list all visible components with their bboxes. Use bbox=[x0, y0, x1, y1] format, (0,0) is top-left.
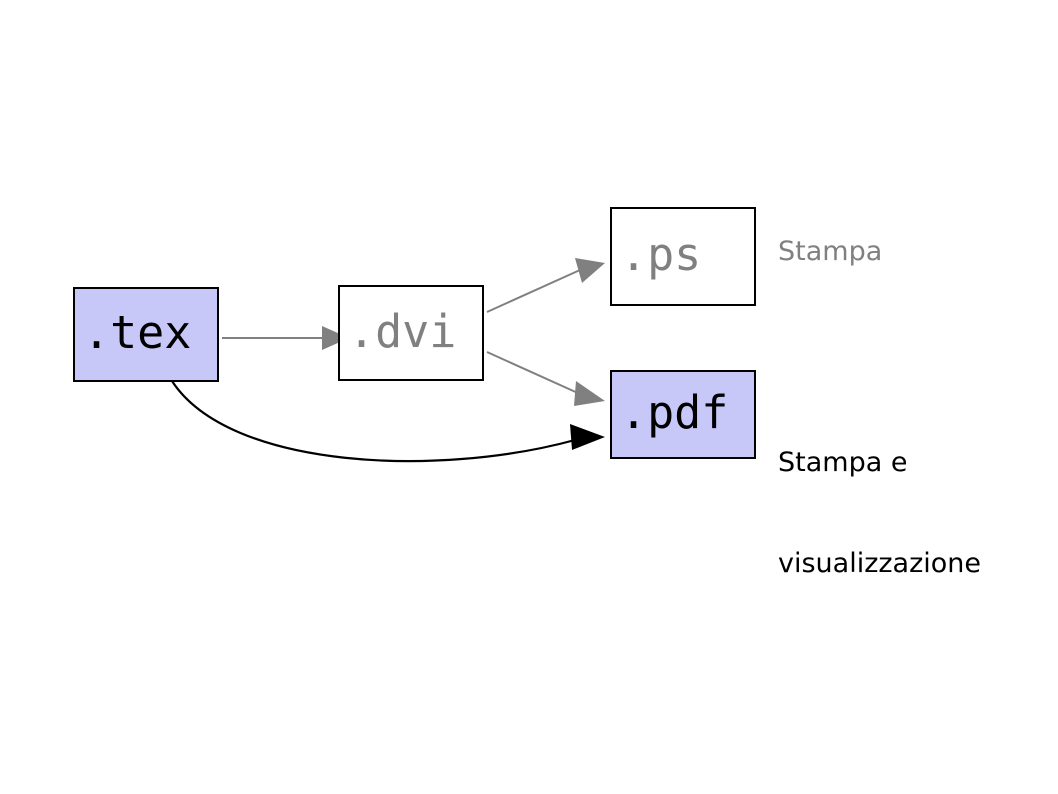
annotation-pdf-note: Stampa e visualizzazione bbox=[778, 378, 981, 648]
node-ps-label: .ps bbox=[620, 228, 702, 281]
annotation-pdf-note-line1: Stampa e bbox=[778, 446, 908, 478]
edge-dvi-to-pdf bbox=[486, 351, 605, 406]
node-dvi-label: .dvi bbox=[348, 304, 457, 358]
node-ps[interactable]: .ps bbox=[610, 207, 756, 306]
annotation-ps-note: Stampa bbox=[778, 236, 883, 267]
annotation-pdf-note-line2: visualizzazione bbox=[778, 547, 982, 579]
edge-tex-to-pdf bbox=[171, 380, 605, 463]
node-tex[interactable]: .tex bbox=[73, 287, 219, 382]
node-pdf[interactable]: .pdf bbox=[610, 370, 756, 459]
edge-dvi-to-ps bbox=[486, 258, 605, 313]
node-tex-label: .tex bbox=[83, 306, 192, 359]
node-pdf-label: .pdf bbox=[620, 386, 729, 439]
node-dvi[interactable]: .dvi bbox=[338, 285, 484, 381]
edge-tex-to-dvi bbox=[222, 326, 349, 350]
